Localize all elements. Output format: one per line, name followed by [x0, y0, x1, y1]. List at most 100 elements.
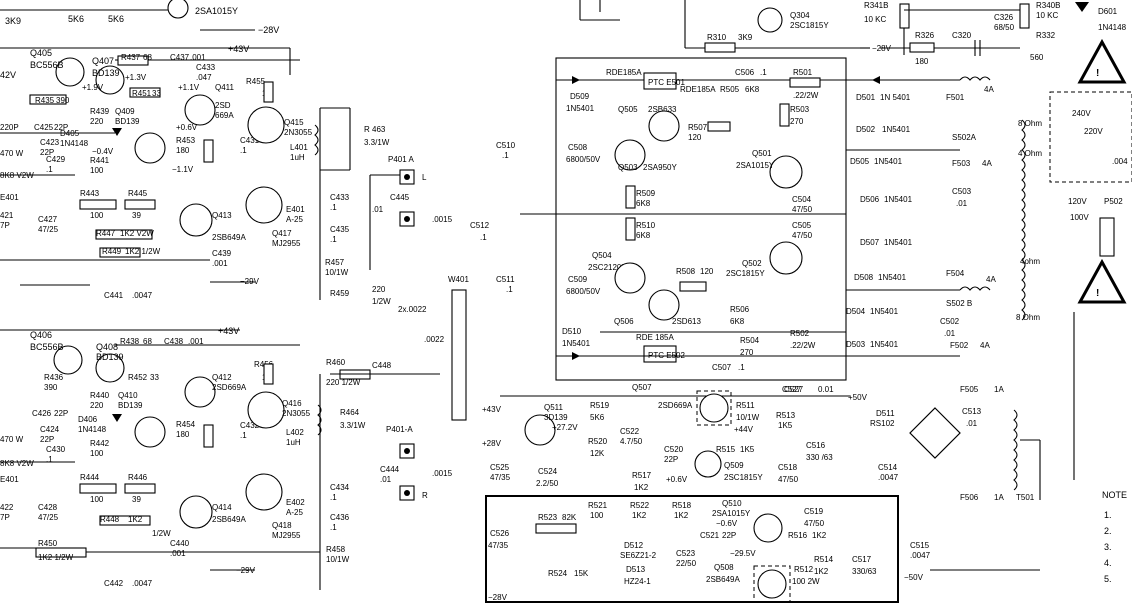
d504-label: D504	[846, 307, 866, 316]
c421-label: 421	[0, 211, 14, 220]
note-item-5: 5.	[1104, 574, 1112, 584]
r512-label: R512	[794, 565, 814, 574]
d507-type: 1N5401	[884, 238, 913, 247]
q505-label: Q505	[618, 105, 638, 114]
c436-value: .1	[330, 523, 337, 532]
q412-symbol	[184, 376, 216, 408]
reg-v28-label: +28V	[482, 439, 502, 448]
f503-value: 4A	[982, 159, 992, 168]
top-strip: 3K9 5K6 5K6 2SA1015Y −28V R310 3K9 Q304 …	[0, 0, 1127, 66]
c422-label: 422	[0, 503, 14, 512]
c441-label: C441	[104, 291, 124, 300]
r460-label: R460	[326, 358, 346, 367]
c435-label: C435	[330, 225, 350, 234]
r449-value: 1K2 1/2W	[125, 247, 161, 256]
r435-value: 390	[56, 96, 70, 105]
r523-symbol	[535, 523, 577, 534]
q411-label: Q411	[215, 83, 235, 92]
r326-label: R326	[915, 31, 935, 40]
d501-label: D501	[856, 93, 876, 102]
note-item-3: 3.	[1104, 542, 1112, 552]
v50-label: +50V	[848, 393, 868, 402]
q418-label: Q418	[272, 521, 292, 530]
c448-label: C448	[372, 361, 392, 370]
e402-value: A-25	[286, 508, 303, 517]
q511-symbol	[524, 414, 556, 446]
r444-label: R444	[80, 473, 100, 482]
ptc-e502-symbol	[643, 345, 677, 363]
c521-label: C521	[700, 531, 720, 540]
q412-type: 2SD669A	[212, 383, 247, 392]
d501-type: 1N 5401	[880, 93, 911, 102]
r446-label: R446	[128, 473, 148, 482]
c432-label: C432	[240, 421, 260, 430]
c504-value: 47/50	[792, 205, 813, 214]
r443-value: 100	[90, 211, 104, 220]
q411-symbol	[184, 94, 216, 126]
c522-label: C522	[620, 427, 640, 436]
c428-value: 47/25	[38, 513, 59, 522]
q413-type: 2SB649A	[212, 233, 246, 242]
c0015-label: .0015	[432, 215, 453, 224]
r441-label: R441	[90, 156, 110, 165]
v-neg29-label: −29V	[240, 277, 260, 286]
q503-symbol	[614, 139, 646, 171]
p401b-label: P401-A	[386, 425, 413, 434]
r503-symbol	[779, 103, 790, 127]
c504-label: C504	[792, 195, 812, 204]
d511-label: D511	[876, 409, 895, 418]
c519-label: C519	[804, 507, 824, 516]
r502-value: .22/2W	[790, 341, 816, 350]
r509-value: 6K8	[636, 199, 651, 208]
w401-label: W401	[448, 275, 469, 284]
r437-label: R437	[121, 53, 141, 62]
r448-symbol	[99, 515, 151, 526]
c523-value: 22/50	[676, 559, 697, 568]
c438-label: C438	[164, 337, 184, 346]
r519-value: 5K6	[590, 413, 605, 422]
p401a-l-label: L	[422, 173, 427, 182]
d513-label: D513	[626, 565, 646, 574]
d509-symbol	[572, 76, 580, 84]
r454-symbol	[203, 424, 214, 448]
r520-label: R520	[588, 437, 608, 446]
q410-label: Q410	[118, 391, 138, 400]
r438-label: R438	[120, 337, 140, 346]
upper-v42-label: 42V	[0, 70, 16, 80]
c430-value: .1	[46, 455, 53, 464]
note-item-4: 4.	[1104, 558, 1112, 568]
c0022-label: .0022	[424, 335, 445, 344]
q408-type: BD139	[96, 352, 124, 362]
fuse-f504	[959, 286, 991, 291]
r448-value: 1K2	[128, 515, 143, 524]
d601-type: 1N4148	[1098, 23, 1127, 32]
q407-label: Q407	[92, 56, 114, 66]
d601-symbol	[1075, 2, 1089, 12]
r332-label: R332	[1036, 31, 1056, 40]
r464-value: 3.3/1W	[340, 421, 366, 430]
r439-value: 220	[90, 117, 104, 126]
d508-label: D508	[854, 273, 874, 282]
q505-type: 2SB633	[648, 105, 677, 114]
c433b-value: .047	[196, 73, 212, 82]
r504-value: 270	[740, 348, 754, 357]
d502-label: D502	[856, 125, 876, 134]
r524-value: 15K	[574, 569, 589, 578]
r519-label: R519	[590, 401, 610, 410]
r516-value: 1K2	[812, 531, 827, 540]
q501-symbol	[769, 155, 803, 189]
r459-label: R459	[330, 289, 350, 298]
c513-label: C513	[962, 407, 982, 416]
c510-value: .1	[502, 151, 509, 160]
c520-label: C520	[664, 445, 684, 454]
c445-label: C445	[390, 193, 410, 202]
c508-label: C508	[568, 143, 588, 152]
r510-symbol	[625, 217, 636, 241]
q405-label: Q405	[30, 48, 52, 58]
protection-box	[555, 57, 847, 381]
r446-symbol	[124, 483, 156, 494]
c514-label: C514	[878, 463, 898, 472]
q511-type: 3D139	[544, 413, 568, 422]
q418-symbol	[245, 473, 283, 511]
v240-label: 240V	[1072, 109, 1091, 118]
